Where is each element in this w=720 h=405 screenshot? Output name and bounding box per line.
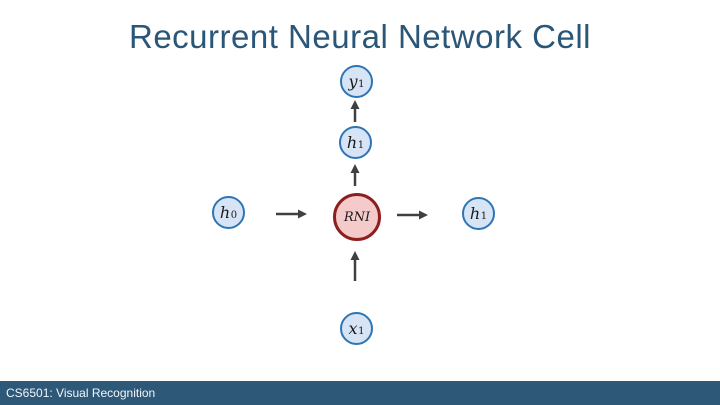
node-subscript: 1: [358, 325, 365, 337]
node-label: x: [348, 318, 358, 338]
arrow-up-icon: [350, 251, 360, 281]
arrow-up-icon: [350, 164, 360, 186]
arrow-right-icon: [397, 210, 428, 220]
node-label: y: [348, 71, 358, 91]
footer-course-label: CS6501: Visual Recognition: [6, 386, 156, 400]
node-subscript: 1: [358, 78, 365, 90]
node-subscript: 0: [230, 209, 238, 221]
diagram-node-rnn-cell: RNI: [333, 193, 381, 241]
node-label: h: [219, 202, 231, 222]
node-label: h: [346, 132, 358, 152]
node-subscript: 1: [480, 210, 488, 222]
footer-bar: CS6501: Visual Recognition: [0, 381, 720, 405]
node-label: RNI: [343, 209, 371, 225]
arrow-up-icon: [350, 100, 360, 122]
node-label: h: [469, 203, 481, 223]
arrow-right-icon: [276, 209, 307, 219]
node-subscript: 1: [357, 139, 365, 151]
page-title: Recurrent Neural Network Cell: [129, 18, 591, 55]
